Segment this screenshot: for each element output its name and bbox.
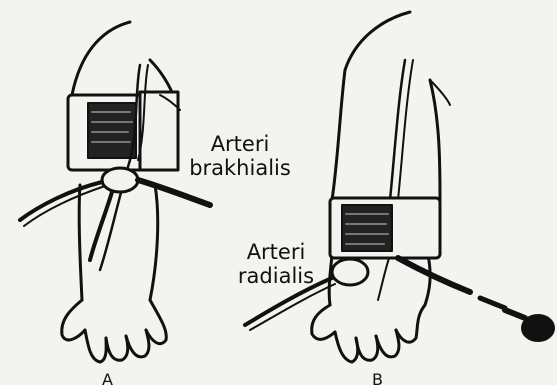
panel-b-cuff: [330, 198, 440, 258]
radial-label-line2: radialis: [226, 264, 326, 288]
brachial-label-line2: brakhialis: [180, 156, 300, 180]
panel-b-bulb: [480, 298, 554, 341]
panel-b-label: B: [372, 372, 383, 388]
label-arteri-radialis: Arteri radialis: [226, 240, 326, 288]
panel-b-arm: [312, 12, 440, 362]
panel-a-cuff: [68, 92, 178, 170]
label-arteri-brakhialis: Arteri brakhialis: [180, 132, 300, 180]
panel-a-label: A: [102, 372, 113, 388]
radial-label-line1: Arteri: [226, 240, 326, 264]
brachial-label-line1: Arteri: [180, 132, 300, 156]
